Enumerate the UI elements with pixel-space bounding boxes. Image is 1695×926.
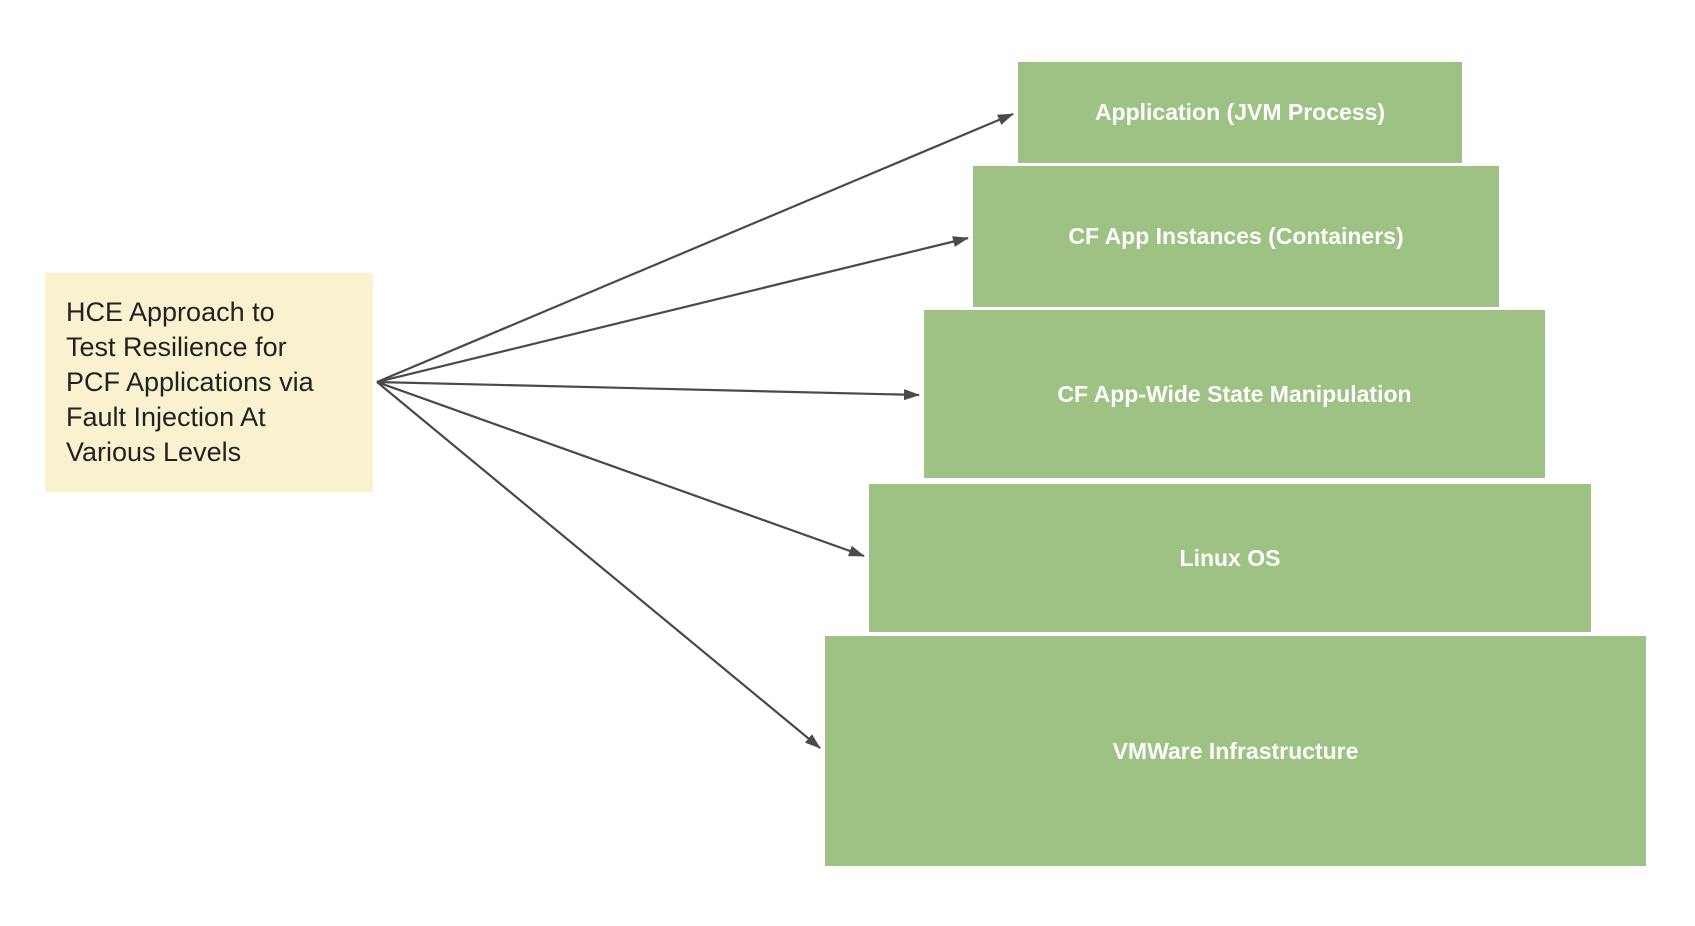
arrow-to-level-application (376, 112, 1014, 384)
level-box-cf-app-wide-state: CF App-Wide State Manipulation (924, 310, 1545, 478)
level-label: Linux OS (1179, 544, 1281, 571)
level-label: CF App-Wide State Manipulation (1057, 380, 1412, 407)
source-note-line: Fault Injection At (66, 402, 266, 432)
level-box-linux-os: Linux OS (869, 484, 1591, 632)
level-label: CF App Instances (Containers) (1068, 223, 1404, 249)
level-label: Application (JVM Process) (1094, 99, 1386, 125)
level-box-application: Application (JVM Process) (1018, 62, 1462, 163)
level-box-cf-app-instances: CF App Instances (Containers) (973, 166, 1499, 307)
arrow-to-level-linux-os (376, 380, 865, 558)
source-note-line: PCF Applications via (66, 367, 314, 397)
arrow-to-level-vmware (376, 381, 821, 749)
arrow-to-level-cf-app-wide-state (376, 380, 920, 401)
source-note-line: HCE Approach to (66, 297, 275, 327)
source-note-line: Test Resilience for (66, 332, 287, 362)
source-note-box: HCE Approach to Test Resilience for PCF … (45, 273, 373, 492)
level-label: VMWare Infrastructure (1112, 737, 1359, 764)
source-note-line: Various Levels (66, 437, 242, 467)
arrow-to-level-cf-app-instances (376, 236, 969, 384)
level-box-vmware-infrastructure: VMWare Infrastructure (825, 636, 1646, 866)
